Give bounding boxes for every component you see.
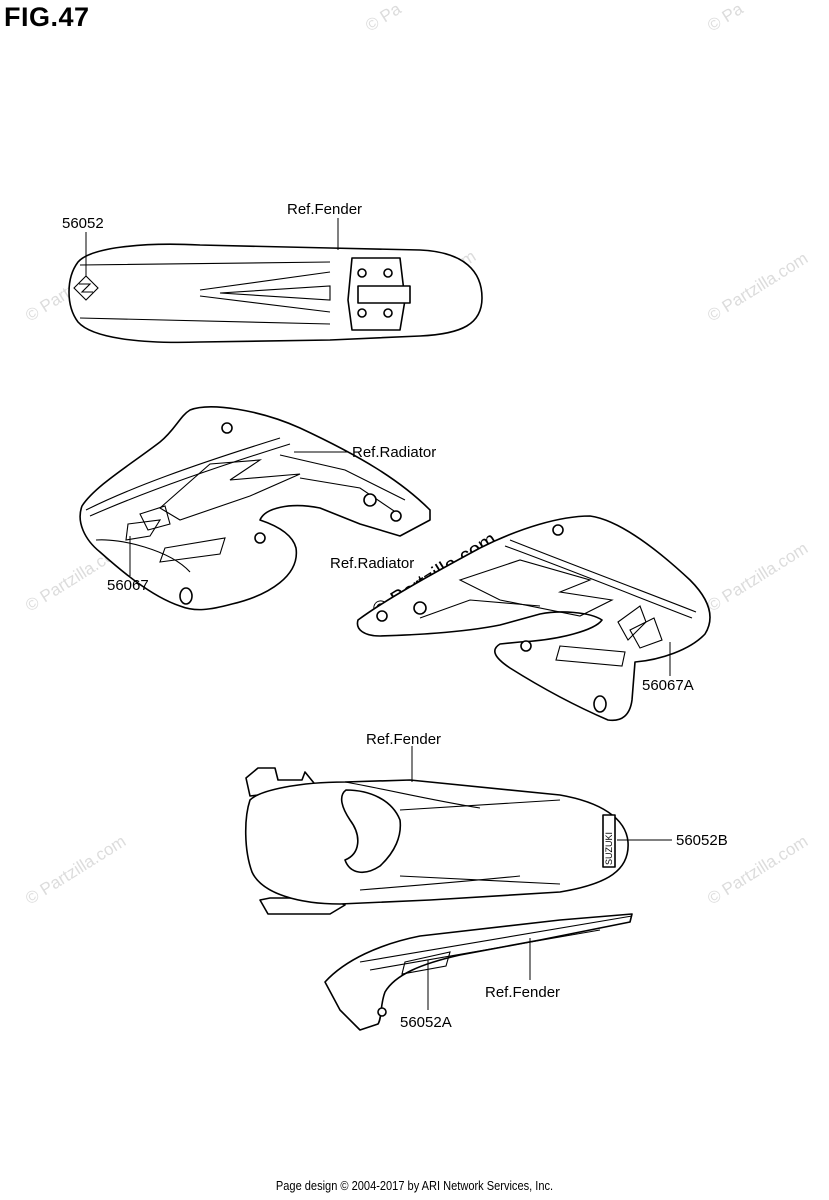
side-fender-panel [324,913,633,1031]
callout-56067: 56067 [107,577,149,594]
watermark: © Partzilla.com [704,539,811,616]
rear-fender: SUZUKI [244,746,672,915]
suzuki-decal-strip: SUZUKI [602,814,616,868]
suzuki-decal-text: SUZUKI [604,832,614,865]
callout-56052A: 56052A [400,1014,452,1031]
figure-title: FIG.47 [4,2,90,32]
callout-rear-fender-ref: Ref.Fender [366,731,441,748]
callout-radiator-right-ref: Ref.Radiator [330,555,414,572]
front-fender [68,218,483,344]
watermark: © Pa [704,0,747,35]
callout-side-fender-ref: Ref.Fender [485,984,560,1001]
callout-front-fender-ref: Ref.Fender [287,201,362,218]
suzuki-logo-decal [73,275,99,301]
callout-56067A: 56067A [642,677,694,694]
parts-diagram: © Pa © Pa © Partzilla.com © Partzilla.co… [22,0,811,1031]
radiator-shroud-right [356,515,711,722]
callout-56052B: 56052B [676,832,728,849]
watermark: © Partzilla.com [22,832,129,909]
radiator-shroud-left [79,406,431,611]
callout-56052: 56052 [62,215,104,232]
watermark: © Partzilla.com [704,249,811,326]
page-footer: Page design © 2004-2017 by ARI Network S… [275,1178,554,1193]
watermark: © Pa [362,0,405,35]
callout-radiator-left-ref: Ref.Radiator [352,444,436,461]
